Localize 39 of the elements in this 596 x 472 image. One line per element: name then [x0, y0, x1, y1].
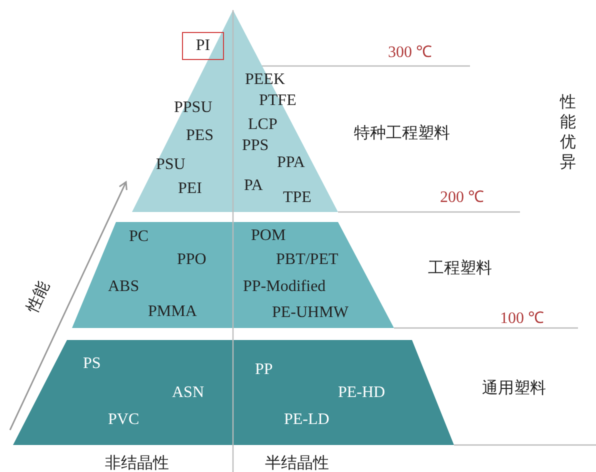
material-name: PTFE — [259, 93, 296, 109]
pyramid-tier — [13, 340, 455, 446]
material-name: PC — [129, 229, 149, 245]
material-name: POM — [251, 228, 286, 244]
material-name: PPO — [177, 252, 206, 268]
temperature-label: 300 ℃ — [388, 45, 432, 61]
column-label: 半结晶性 — [265, 454, 329, 472]
material-name: PVC — [108, 412, 140, 428]
pyramid-tier — [132, 10, 340, 213]
material-name: PMMA — [148, 304, 197, 320]
material-name: PE-LD — [284, 412, 330, 428]
axis-label: 性能 — [23, 278, 53, 316]
material-name: ABS — [108, 279, 140, 295]
pyramid-tier — [72, 222, 395, 329]
column-label: 非结晶性 — [105, 454, 169, 472]
vertical-label: 性能优异 — [560, 92, 576, 172]
material-name: PPA — [277, 155, 305, 171]
material-name: PEEK — [245, 72, 285, 88]
material-name: PS — [83, 356, 101, 372]
category-label: 工程塑料 — [428, 259, 492, 277]
material-name: PEI — [178, 181, 202, 197]
material-name: PPSU — [174, 100, 212, 116]
temperature-label: 200 ℃ — [440, 190, 484, 206]
material-name: PES — [186, 128, 214, 144]
material-name: PPS — [242, 138, 269, 154]
material-name: PP-Modified — [243, 279, 326, 295]
material-name: PP — [255, 362, 273, 378]
material-name: LCP — [248, 117, 278, 133]
category-label: 通用塑料 — [482, 379, 546, 397]
material-name: PE-UHMW — [272, 305, 348, 321]
material-name: PE-HD — [338, 385, 386, 401]
material-name: PA — [244, 178, 263, 194]
material-name: PBT/PET — [276, 252, 338, 268]
category-label: 特种工程塑料 — [354, 124, 450, 142]
highlight-box: PI — [182, 32, 224, 60]
material-name: PSU — [156, 157, 186, 173]
material-name: TPE — [283, 190, 312, 206]
material-name: ASN — [172, 385, 204, 401]
temperature-label: 100 ℃ — [500, 311, 544, 327]
